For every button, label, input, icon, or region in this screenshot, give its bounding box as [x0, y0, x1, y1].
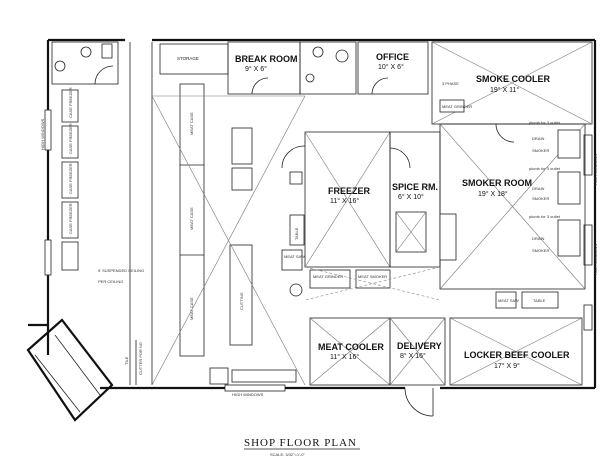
storage-label: STORAGE	[177, 56, 199, 61]
case-freezers: CASE FREEZER CASE FREEZER CASE FREEZER C…	[61, 87, 79, 271]
high-windows-right-top-label: HIGH WINDOWS	[593, 153, 598, 185]
restroom-left	[51, 41, 119, 85]
spice-room-name: SPICE RM.	[392, 182, 438, 192]
case-freezer-label-1: CASE FREEZER	[68, 87, 73, 118]
center-equipment: CUTTING TABLE MEAT SAW	[229, 127, 305, 346]
cutter-label: CUTTER FOR NG	[138, 342, 143, 375]
high-windows-bottom-label: HIGH WINDOWS	[232, 392, 264, 397]
right-mid-equipment: MEAT SAW TABLE	[495, 291, 559, 309]
grinder-strip: MEAT GRINDER MEAT SMOKER	[304, 266, 441, 301]
high-windows-left-label: HIGH WINDOWS	[40, 118, 45, 150]
smoker-label-2: SMOKER	[532, 196, 549, 201]
plumb-note-1: plumb for 3 outlet	[529, 120, 561, 125]
tile-label: TILE	[124, 356, 129, 365]
storage-room: STORAGE	[159, 43, 229, 75]
meat-smoker-label: MEAT SMOKER	[358, 274, 387, 279]
high-windows-right-bottom-label: HIGH WINDOWS	[593, 243, 598, 275]
drain-label-1: DRAIN	[532, 136, 545, 141]
table-label-center: TABLE	[294, 227, 299, 240]
meat-grinder-top-label: MEAT GRINDER	[442, 104, 472, 109]
drain-label-3: DRAIN	[532, 236, 545, 241]
locker-beef-cooler-dims: 17° X 9°	[494, 362, 520, 370]
break-room-dims: 9° X 6°	[245, 65, 267, 73]
case-freezer-label-2: CASE FREEZER	[68, 123, 73, 154]
plumb-note-3: plumb for 3 outlet	[529, 214, 561, 219]
spice-room-dims: 6° X 10°	[398, 193, 424, 201]
smoker-room-dims: 19° X 18°	[478, 190, 508, 198]
office-dims: 10° X 6°	[378, 63, 404, 71]
ceiling-note-2: PER CEILING	[98, 279, 123, 284]
freezer-room: FREEZER 11° X 16°	[281, 131, 391, 268]
suspended-ceiling-note: 9' SUSPENDED CEILING	[98, 268, 144, 273]
freezer-dims: 11° X 16°	[330, 197, 359, 205]
meat-saw-label: MEAT SAW	[284, 254, 305, 259]
meat-case-label-2: MEAT CASE	[189, 207, 194, 230]
delivery-dims: 8° X 16°	[400, 352, 426, 360]
smoke-cooler-dims: 19° X 11°	[490, 86, 519, 94]
meat-case-column: MEAT CASE MEAT CASE MEAT CASE	[179, 83, 205, 357]
bottom-equipment: CUTTER FOR NG TILE HIGH WINDOWS	[124, 340, 297, 397]
meat-case-label-3: MEAT CASE	[189, 297, 194, 320]
break-room-name: BREAK ROOM	[235, 54, 298, 64]
meat-case-label-1: MEAT CASE	[189, 112, 194, 135]
plan-title: SHOP FLOOR PLAN SCALE: 3/32"=1'-0"	[244, 437, 360, 457]
smoker-label-3: SMOKER	[532, 248, 549, 253]
smoker-room-name: SMOKER ROOM	[462, 178, 532, 188]
power-note: 3 PHASE	[442, 81, 459, 86]
plumb-note-2: plumb for 3 outlet	[529, 166, 561, 171]
angled-entrance	[26, 318, 114, 422]
meat-cooler-dims: 11° X 16°	[330, 353, 359, 361]
delivery-name: DELIVERY	[397, 341, 442, 351]
spice-room: SPICE RM. 6° X 10°	[389, 131, 441, 268]
plan-title-text: SHOP FLOOR PLAN	[244, 437, 357, 449]
locker-beef-cooler-name: LOCKER BEEF COOLER	[464, 350, 570, 360]
freezer-name: FREEZER	[328, 186, 371, 196]
delivery-room: DELIVERY 8° X 16°	[389, 317, 446, 417]
smoker-label-1: SMOKER	[532, 148, 549, 153]
office-room: OFFICE 10° X 6°	[357, 41, 429, 95]
smoker-room: SMOKER ROOM 19° X 18° plumb for 3 outlet…	[439, 120, 586, 290]
restroom-middle	[299, 41, 357, 95]
smoke-cooler-name: SMOKE COOLER	[476, 74, 551, 84]
meat-cooler-room: MEAT COOLER 11° X 16°	[309, 317, 391, 386]
table-right-label: TABLE	[533, 298, 546, 303]
plan-scale-text: SCALE: 3/32"=1'-0"	[270, 452, 305, 457]
floor-diagonals	[151, 95, 306, 386]
cutting-label: CUTTING	[239, 292, 244, 310]
case-freezer-label-3: CASE FREEZER	[68, 163, 73, 194]
office-name: OFFICE	[376, 52, 409, 62]
meat-grinder-label: MEAT GRINDER	[313, 274, 343, 279]
meat-saw-right-label: MEAT SAW	[498, 298, 519, 303]
drain-label-2: DRAIN	[532, 186, 545, 191]
smoke-cooler-room: SMOKE COOLER 19° X 11° 3 PHASE MEAT GRIN…	[431, 41, 593, 125]
break-room: BREAK ROOM 9° X 6°	[227, 41, 301, 95]
meat-cooler-name: MEAT COOLER	[318, 342, 384, 352]
window-marks	[44, 109, 593, 392]
locker-beef-cooler-room: LOCKER BEEF COOLER 17° X 9°	[449, 317, 583, 386]
case-freezer-label-4: CASE FREEZER	[68, 203, 73, 234]
